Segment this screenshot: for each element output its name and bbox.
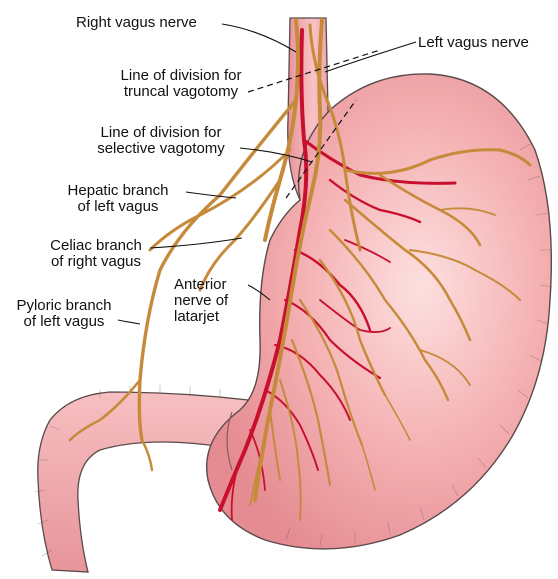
label-celiac-branch: Celiac branch of right vagus	[36, 238, 156, 270]
leader-left-vagus	[325, 42, 416, 72]
label-anterior-nerve-latarjet: Anterior nerve of latarjet	[174, 277, 228, 325]
leader-hepatic	[186, 192, 236, 198]
label-pyloric-branch: Pyloric branch of left vagus	[8, 298, 120, 330]
label-left-vagus-nerve: Left vagus nerve	[418, 35, 529, 51]
leader-right-vagus	[222, 24, 296, 52]
label-selective-vagotomy: Line of division for selective vagotomy	[76, 125, 246, 157]
label-right-vagus-nerve: Right vagus nerve	[76, 15, 197, 31]
leader-pyloric	[118, 320, 140, 324]
label-truncal-vagotomy: Line of division for truncal vagotomy	[96, 68, 266, 100]
label-hepatic-branch: Hepatic branch of left vagus	[50, 183, 186, 215]
